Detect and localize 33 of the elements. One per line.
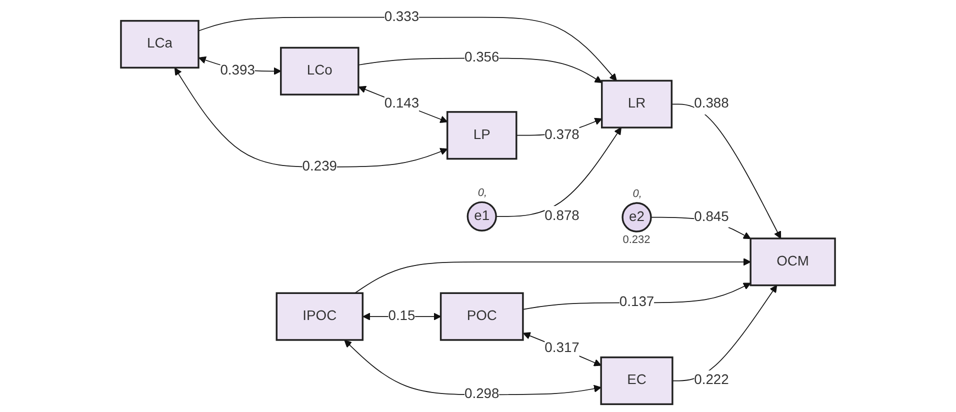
arrow xyxy=(522,332,602,366)
edge-label: 0.388 xyxy=(694,96,729,112)
edge-label: 0.356 xyxy=(464,50,500,66)
edge-label: 0.378 xyxy=(544,128,580,142)
node-box: EC xyxy=(600,356,674,406)
edge-label: 0.317 xyxy=(544,340,580,356)
edge-label: 0.333 xyxy=(384,10,420,24)
edge-label: 0.222 xyxy=(694,372,729,388)
node-circle: e2 xyxy=(622,202,652,232)
edge-label: 0.137 xyxy=(619,294,654,310)
node-circle: e1 xyxy=(466,201,497,232)
edge-label: 0.298 xyxy=(464,386,500,402)
edge-label: 0.15 xyxy=(388,308,416,324)
node-annotation: 0, xyxy=(478,187,488,200)
node-box: IPOC xyxy=(276,292,364,341)
node-annotation: 0, xyxy=(632,188,642,200)
node-annotation: 0.232 xyxy=(622,234,650,246)
arrow xyxy=(354,258,751,294)
node-box: OCM xyxy=(750,238,836,286)
arrow xyxy=(671,104,782,239)
arrow xyxy=(496,127,622,217)
edge-label: 0.239 xyxy=(302,159,338,174)
edge-label: 0.845 xyxy=(694,209,729,224)
edge-label: 0.143 xyxy=(384,96,420,112)
edge-label: 0.393 xyxy=(220,63,255,78)
node-box: POC xyxy=(440,292,524,341)
edge-label: 0.878 xyxy=(544,208,580,224)
node-box: LR xyxy=(600,80,673,128)
node-box: LCa xyxy=(120,20,200,69)
node-box: LP xyxy=(446,111,518,160)
node-box: LCo xyxy=(280,46,360,96)
arrow xyxy=(174,68,448,168)
arrow xyxy=(358,86,448,123)
